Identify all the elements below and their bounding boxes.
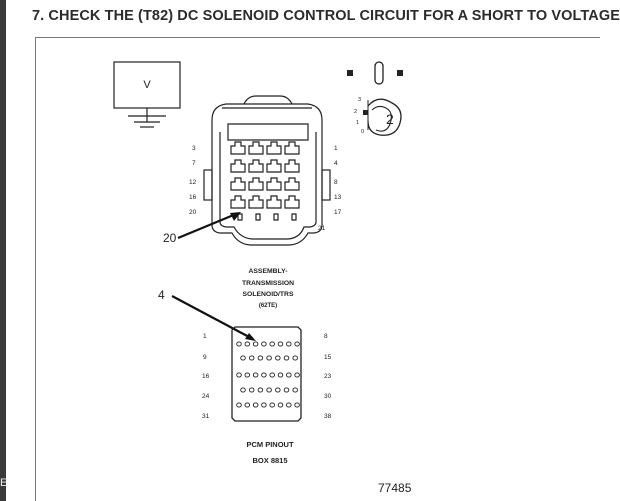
pcm-pin-label-38: 38	[324, 413, 332, 420]
ignition-position-2: 2	[354, 109, 357, 115]
pcm-title-line-1: PCM PINOUT	[246, 440, 294, 449]
tra-pin-label-12: 12	[189, 179, 197, 186]
pcm-pin-cavity	[283, 355, 290, 361]
tra-name-line-2: TRANSMISSION	[242, 280, 294, 287]
pcm-pin-label-24: 24	[202, 393, 210, 400]
pcm-pin-cavity	[266, 355, 272, 361]
pcm-pin-cavity	[277, 402, 284, 408]
pcm-pin-cavity	[283, 387, 290, 393]
pcm-pin-cavity	[257, 387, 264, 393]
tra-pin-label-4: 4	[334, 160, 338, 167]
pcm-pin-cavity	[244, 341, 251, 347]
pcm-pin-cavity	[248, 355, 255, 361]
pcm-pin-cavity	[240, 387, 246, 393]
tra-name-line-3: SOLENOID/TRS	[243, 291, 294, 298]
tra-pin-label-13: 13	[334, 194, 342, 201]
tra-pin-label-3: 3	[192, 145, 196, 152]
pcm-pin-cavity	[294, 372, 300, 378]
step-title: 7. CHECK THE (T82) DC SOLENOID CONTROL C…	[32, 8, 620, 24]
ignition-position-0: 0	[361, 129, 364, 135]
tra-pin-label-7: 7	[192, 160, 196, 167]
pcm-pin-cavity	[286, 341, 292, 347]
pcm-pin-cavity	[294, 341, 300, 347]
tra-pin-label-16: 16	[189, 194, 197, 201]
wiring-diagram: V 3 2 1 0 2	[113, 61, 412, 495]
pcm-pin-cavity	[236, 402, 242, 408]
ignition-key-icon	[363, 98, 402, 136]
tra-pin-label-1: 1	[334, 145, 338, 152]
probe-callout-tra: 20	[163, 231, 177, 245]
disconnect-icon	[347, 61, 403, 85]
figure-number: 77485	[378, 481, 412, 495]
pcm-connector-icon	[231, 326, 302, 422]
ignition-selected: 2	[386, 111, 394, 127]
ignition-position-1: 1	[356, 120, 359, 126]
tra-pin-label-20: 20	[189, 209, 197, 216]
tra-pin-label-21: 21	[318, 225, 326, 232]
pcm-pin-cavity	[257, 355, 264, 361]
pcm-pin-cavity	[244, 372, 251, 378]
pcm-pin-cavity	[236, 372, 242, 378]
diagram-frame	[35, 37, 600, 501]
pcm-pin-cavity	[294, 402, 300, 408]
pcm-pin-cavity	[269, 341, 275, 347]
pcm-pin-cavity	[266, 387, 272, 393]
probe-arrow-tra	[177, 212, 241, 240]
pcm-pin-cavity	[261, 402, 267, 408]
pcm-pin-cavity	[286, 402, 292, 408]
pcm-pin-cavity	[277, 341, 284, 347]
pcm-pin-label-1: 1	[203, 333, 207, 340]
pcm-pin-label-23: 23	[324, 373, 332, 380]
pcm-pin-cavity	[269, 402, 275, 408]
pcm-pin-label-16: 16	[202, 373, 210, 380]
pcm-pin-cavity	[286, 372, 292, 378]
transmission-connector-icon	[203, 95, 331, 246]
tra-name-line-4: (62TE)	[259, 303, 277, 309]
pcm-pin-cavity	[269, 372, 275, 378]
pcm-pin-cavity	[244, 402, 251, 408]
meter-label: V	[143, 79, 151, 91]
probe-callout-pcm: 4	[158, 288, 165, 302]
ignition-position-3: 3	[358, 97, 361, 103]
tra-pin-label-8: 8	[334, 179, 338, 186]
left-edge-strip	[0, 0, 6, 501]
tra-name-line-1: ASSEMBLY-	[248, 268, 287, 275]
edge-letter: E	[0, 477, 8, 489]
pcm-pin-cavity	[252, 372, 259, 378]
pcm-pin-label-9: 9	[203, 354, 207, 361]
pcm-pin-cavity	[240, 355, 246, 361]
pcm-pin-cavity	[277, 372, 284, 378]
pcm-pin-cavity	[252, 341, 259, 347]
pcm-pin-cavity	[252, 402, 259, 408]
pcm-pin-cavity	[236, 341, 242, 347]
pcm-pin-cavity	[261, 372, 267, 378]
pcm-pin-label-30: 30	[324, 393, 332, 400]
pcm-pin-cavity	[275, 355, 281, 361]
probe-arrow-pcm	[171, 295, 256, 341]
pcm-title-line-2: BOX 8815	[252, 456, 287, 465]
pcm-pin-label-15: 15	[324, 354, 332, 361]
pcm-pin-cavity	[275, 387, 281, 393]
pcm-pin-label-31: 31	[202, 413, 210, 420]
pcm-pin-cavity	[261, 341, 267, 347]
pcm-pin-cavity	[292, 355, 298, 361]
tra-pin-label-17: 17	[334, 209, 342, 216]
pcm-pin-cavity	[248, 387, 255, 393]
voltmeter-icon	[113, 61, 181, 128]
pcm-pin-cavity	[292, 387, 298, 393]
pcm-pin-label-8: 8	[324, 333, 328, 340]
